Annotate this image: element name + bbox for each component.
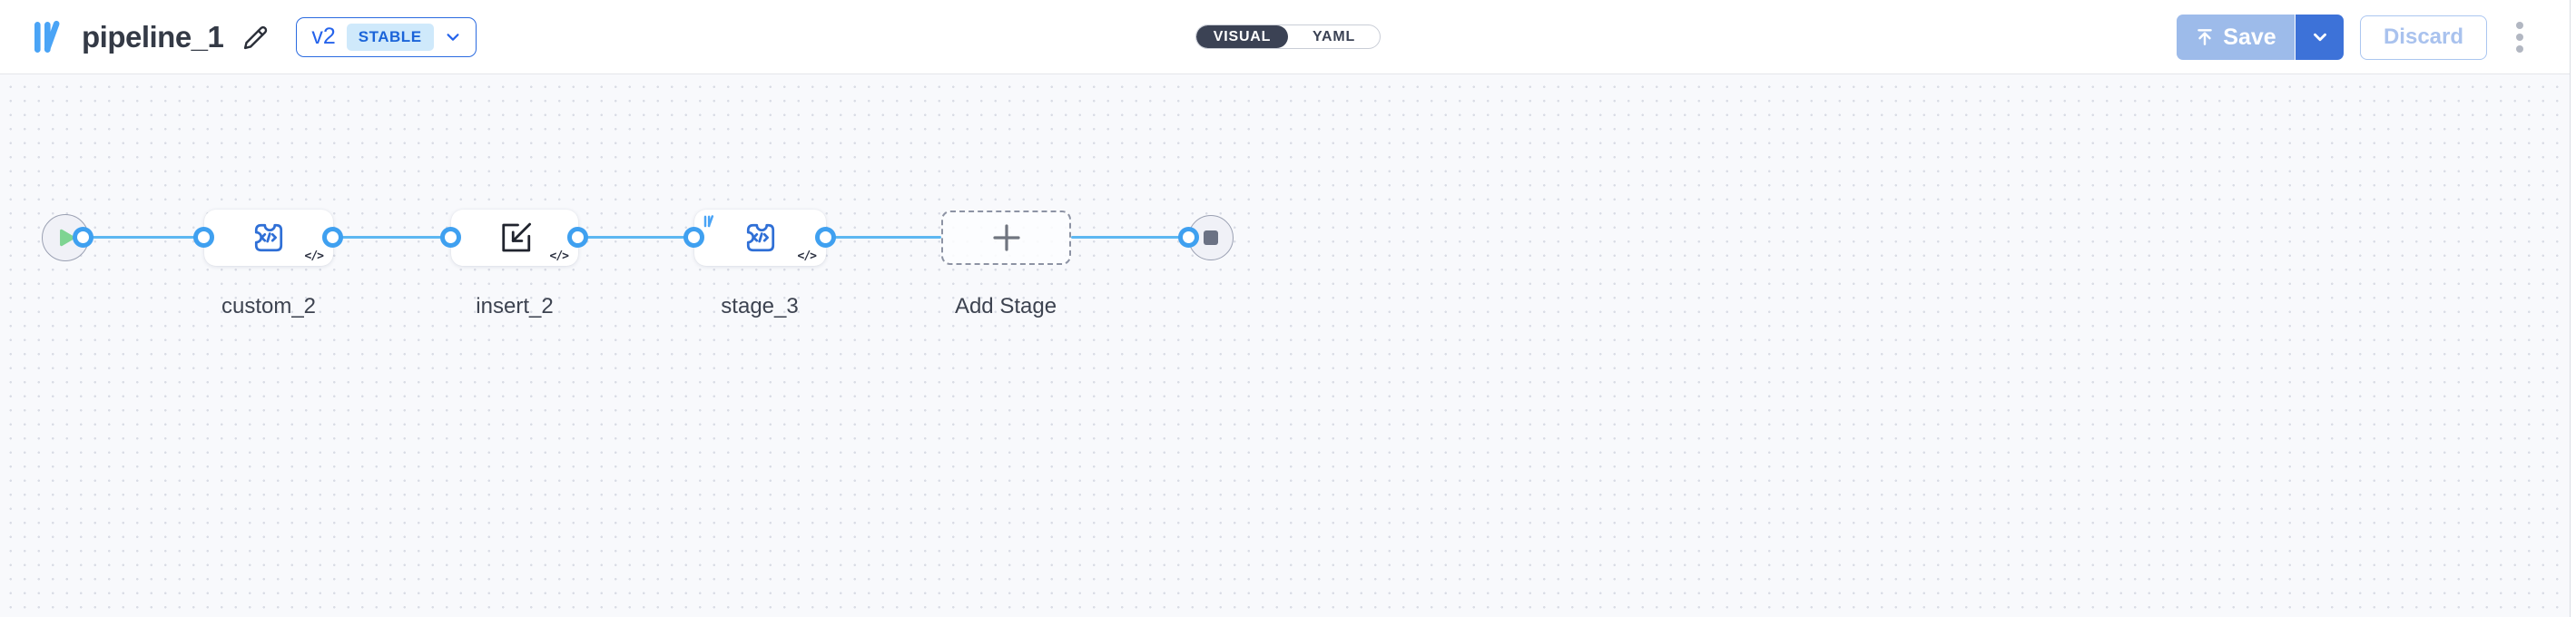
tab-yaml[interactable]: YAML bbox=[1312, 28, 1356, 44]
chevron-down-icon bbox=[447, 33, 459, 41]
pipeline-canvas[interactable]: </> custom_2 </> insert_2 </> stage_3 bbox=[0, 74, 2576, 617]
connection-port[interactable] bbox=[815, 227, 836, 248]
save-button-label: Save bbox=[2223, 24, 2276, 50]
stage-node-custom_2[interactable]: </> bbox=[204, 210, 333, 266]
stage-node-stage_3[interactable]: </> bbox=[694, 210, 826, 266]
code-mode-badge: </> bbox=[797, 250, 818, 263]
version-label: v2 bbox=[311, 24, 336, 49]
upload-icon bbox=[2197, 29, 2213, 45]
stage-node-insert_2[interactable]: </> bbox=[451, 210, 578, 266]
connection-port[interactable] bbox=[567, 227, 588, 248]
plus-icon bbox=[992, 224, 1020, 251]
tab-visual[interactable]: VISUAL bbox=[1196, 25, 1288, 48]
edge bbox=[83, 236, 204, 239]
code-mode-badge: </> bbox=[549, 250, 570, 263]
connection-port[interactable] bbox=[683, 227, 704, 248]
save-button[interactable]: Save bbox=[2177, 15, 2296, 60]
function-code-icon bbox=[254, 223, 283, 252]
version-status-badge: STABLE bbox=[346, 23, 434, 51]
connection-port[interactable] bbox=[193, 227, 214, 248]
logo-icon bbox=[703, 215, 714, 228]
stage-label: Add Stage bbox=[954, 294, 1057, 318]
kebab-menu-icon bbox=[2516, 22, 2523, 29]
function-code-icon bbox=[746, 223, 774, 252]
stop-icon bbox=[1204, 230, 1218, 245]
add-stage-button[interactable] bbox=[941, 211, 1071, 265]
connection-port[interactable] bbox=[440, 227, 461, 248]
pipeline-start-node[interactable] bbox=[42, 214, 89, 261]
right-panel-edge bbox=[2570, 0, 2576, 617]
play-icon bbox=[60, 229, 75, 247]
edge bbox=[1071, 236, 1189, 239]
stage-label: stage_3 bbox=[721, 294, 799, 318]
edge bbox=[578, 236, 694, 239]
edit-title-button[interactable] bbox=[240, 21, 272, 54]
version-selector[interactable]: v2 STABLE bbox=[296, 16, 477, 57]
page-title: pipeline_1 bbox=[82, 19, 224, 54]
connection-port[interactable] bbox=[1178, 227, 1199, 248]
edge bbox=[826, 236, 941, 239]
header-actions: Save Discard bbox=[2177, 0, 2529, 74]
stage-label: insert_2 bbox=[476, 294, 554, 318]
insert-icon bbox=[502, 222, 532, 252]
chevron-down-icon bbox=[2313, 33, 2326, 42]
app-logo-icon bbox=[34, 20, 60, 53]
code-mode-badge: </> bbox=[304, 250, 325, 263]
save-split-button: Save bbox=[2177, 15, 2344, 60]
more-options-button[interactable] bbox=[2511, 16, 2529, 58]
pencil-icon bbox=[244, 25, 268, 49]
discard-button[interactable]: Discard bbox=[2360, 15, 2487, 60]
pipeline-end-node[interactable] bbox=[1188, 215, 1234, 260]
header-bar: pipeline_1 v2 STABLE VISUAL YAML Save bbox=[0, 0, 2576, 74]
connection-port[interactable] bbox=[322, 227, 343, 248]
save-options-button[interactable] bbox=[2296, 15, 2344, 60]
editor-mode-toggle: VISUAL YAML bbox=[1195, 24, 1381, 49]
stage-label: custom_2 bbox=[221, 294, 317, 318]
edge bbox=[333, 236, 451, 239]
connection-port[interactable] bbox=[73, 227, 93, 248]
